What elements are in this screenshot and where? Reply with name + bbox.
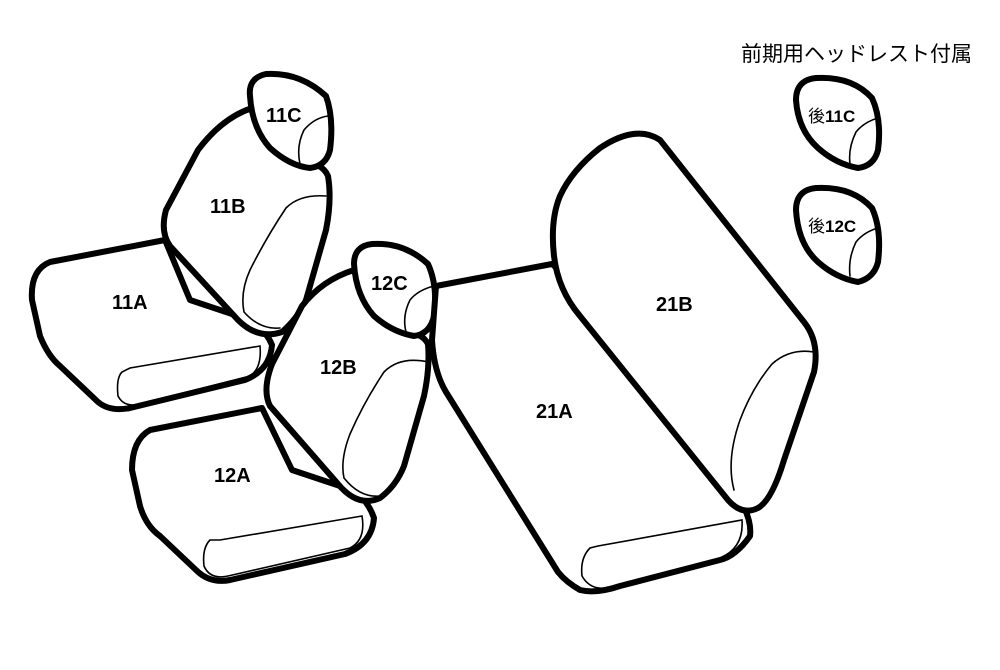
label-21A: 21A — [536, 401, 573, 423]
part-12A-cushion — [129, 405, 377, 584]
rear-headrest-12C: 後12C — [793, 184, 883, 285]
label-12A: 12A — [214, 465, 251, 487]
front-headrest-note: 前期用ヘッドレスト付属 — [741, 42, 972, 66]
part-11A-cushion — [28, 237, 275, 413]
part-rear-11C-side-panel — [848, 117, 879, 165]
part-21B-backrest — [549, 130, 819, 514]
label-11A: 11A — [112, 292, 148, 314]
label-rear-11C: 後11C — [808, 107, 855, 127]
part-11C-side-panel — [297, 115, 329, 165]
seat-11: 11A 11B 11C — [28, 70, 335, 413]
part-21A-front-panel — [580, 519, 743, 590]
label-rear-12C: 後12C — [808, 217, 856, 237]
part-12B-side-panel — [342, 359, 429, 497]
part-12C-side-panel — [403, 285, 435, 333]
seat-12: 12A 12B 12C — [129, 240, 439, 584]
seat-21: 21A 21B — [429, 130, 819, 595]
part-12A-front-panel — [202, 515, 364, 578]
part-11B-side-panel — [242, 194, 327, 329]
label-12C: 12C — [371, 273, 408, 295]
part-rear-12C-headrest — [793, 184, 883, 285]
label-21B: 21B — [656, 294, 693, 316]
part-rear-12C-side-panel — [848, 227, 879, 277]
rear-headrest-11C: 後11C — [793, 74, 883, 171]
label-12B: 12B — [320, 357, 357, 379]
part-11C-headrest — [246, 70, 335, 171]
part-11A-front-panel — [116, 345, 262, 406]
label-11C: 11C — [266, 105, 302, 127]
label-11B: 11B — [210, 196, 246, 218]
part-rear-11C-headrest — [793, 74, 883, 171]
part-21B-side-panel — [730, 350, 815, 491]
